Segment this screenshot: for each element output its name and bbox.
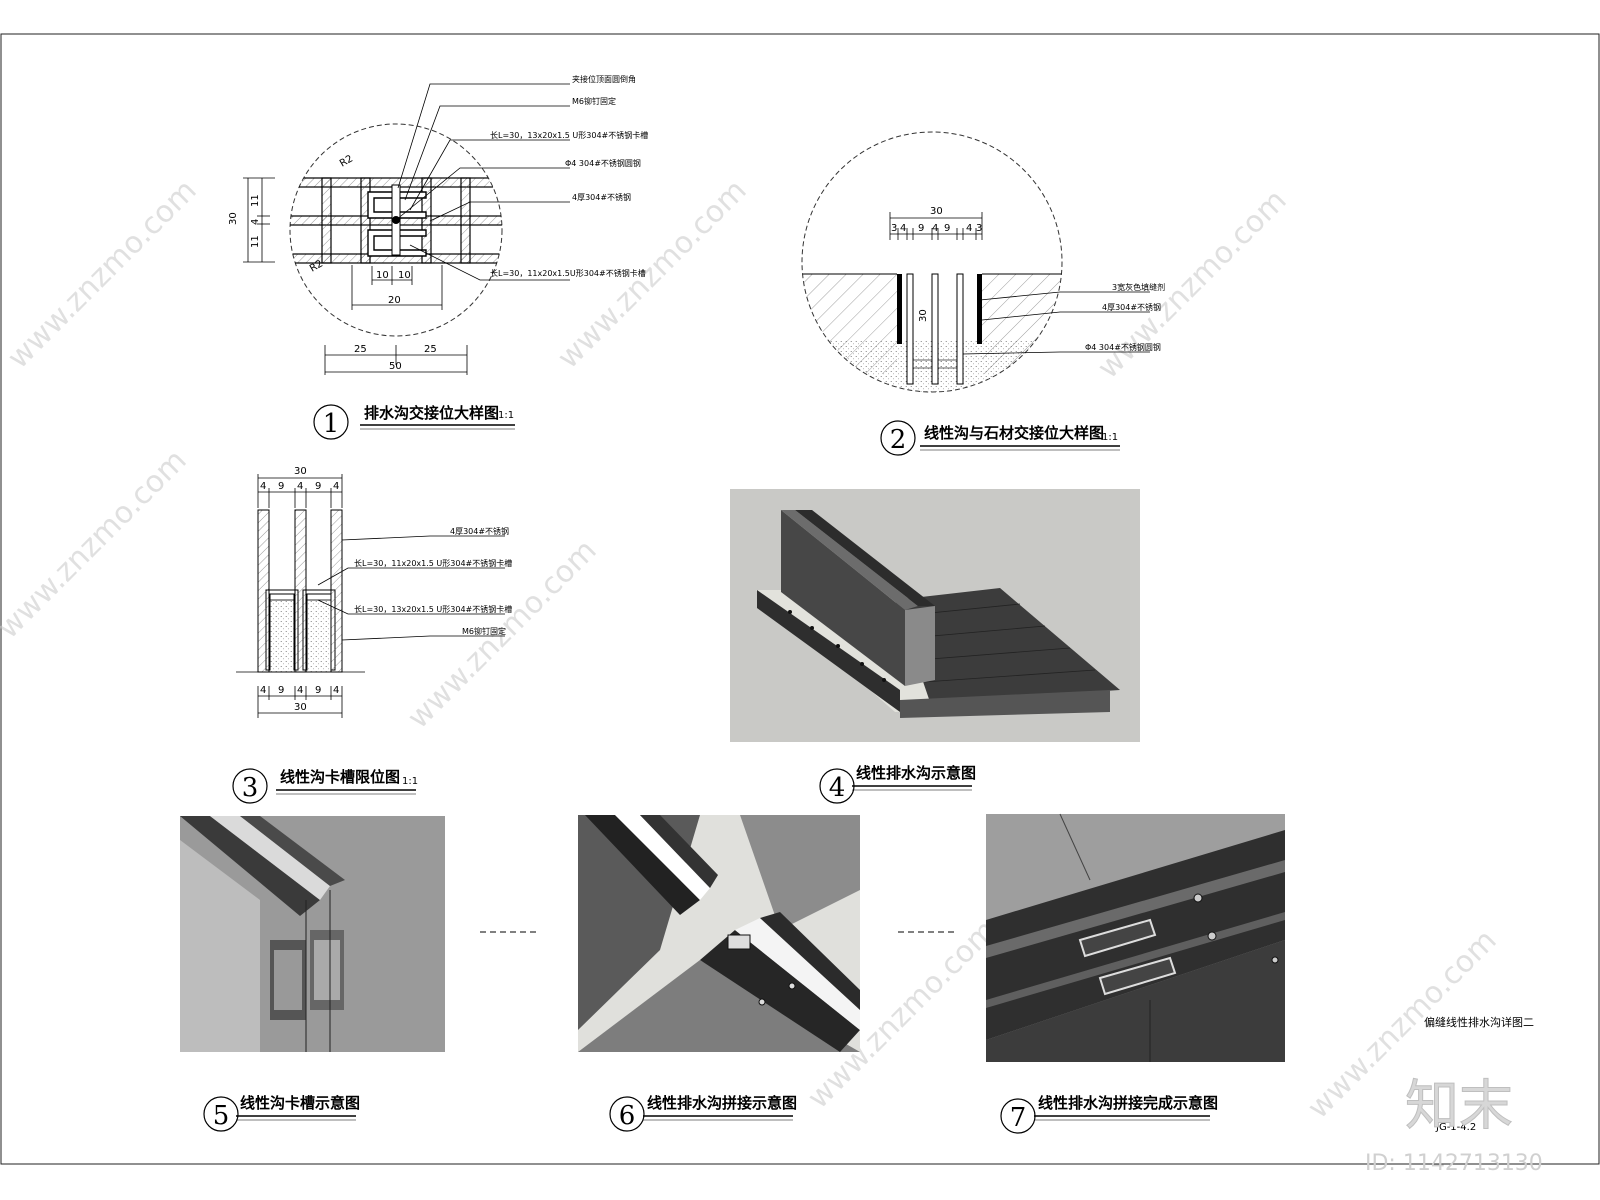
detail-3-scale: 1:1 <box>402 776 418 787</box>
detail-1-title: 排水沟交接位大样图 <box>364 404 499 422</box>
detail-1-dim: 4 <box>250 219 261 225</box>
detail-1-note: M6铆钉固定 <box>572 96 616 106</box>
detail-3-number: 3 <box>242 773 259 803</box>
detail-1-dim: 10 <box>376 270 389 281</box>
detail-1-note: 长L=30，13x20x1.5 U形304#不锈钢卡槽 <box>490 130 648 140</box>
detail-4-render <box>730 489 1140 742</box>
detail-3-seg: 4 <box>297 481 303 492</box>
detail-1-note: 夹接位顶面圆倒角 <box>572 74 636 84</box>
detail-2-title: 线性沟与石材交接位大样图 <box>924 424 1104 442</box>
detail-4-number: 4 <box>829 773 846 803</box>
detail-3-seg: 4 <box>333 685 339 696</box>
detail-6-render <box>578 815 860 1052</box>
detail-3-drawing <box>236 474 505 718</box>
detail-1-note: Φ4 304#不锈钢圆钢 <box>565 158 641 168</box>
detail-1-dim: 50 <box>389 361 402 372</box>
drawing-number: JG-1-4.2 <box>1435 1122 1476 1133</box>
detail-7-title-block: 7 线性排水沟拼接完成示意图 <box>1000 1094 1218 1134</box>
detail-2-depth: 30 <box>918 309 929 322</box>
detail-6-title: 线性排水沟拼接示意图 <box>647 1094 797 1112</box>
detail-2-seg: 4 <box>932 223 938 234</box>
detail-3-seg: 9 <box>278 685 284 696</box>
detail-5-number: 5 <box>213 1101 230 1131</box>
detail-4-title: 线性排水沟示意图 <box>856 764 976 782</box>
detail-7-number: 7 <box>1010 1103 1027 1133</box>
detail-3-note: 4厚304#不锈钢 <box>450 526 509 536</box>
detail-4-title-block: 4 线性排水沟示意图 <box>819 764 976 804</box>
brand-logo: 知末 <box>1405 1074 1513 1137</box>
detail-2-seg: 9 <box>918 223 924 234</box>
detail-3-seg: 4 <box>260 685 266 696</box>
detail-2-scale: 1:1 <box>1102 432 1118 443</box>
detail-5-render <box>180 816 445 1052</box>
detail-2-title-block: 2 线性沟与石材交接位大样图 1:1 <box>880 420 1120 456</box>
detail-1-radius: R2 <box>338 153 355 169</box>
detail-1-note: 4厚304#不锈钢 <box>572 192 631 202</box>
watermark: www.znzmo.com <box>0 443 194 646</box>
detail-1-dim: 11 <box>250 194 261 207</box>
detail-2-segment-dims: 3 4 9 4 9 4 3 <box>891 223 982 234</box>
detail-1-scale: 1:1 <box>498 410 514 421</box>
detail-2-seg: 3 <box>976 223 982 234</box>
detail-2-seg: 9 <box>944 223 950 234</box>
detail-2-seg: 4 <box>966 223 972 234</box>
detail-3-note: 长L=30，13x20x1.5 U形304#不锈钢卡槽 <box>354 604 512 614</box>
detail-3-seg: 4 <box>333 481 339 492</box>
image-id: ID: 1142713130 <box>1365 1151 1543 1176</box>
detail-5-title-block: 5 线性沟卡槽示意图 <box>203 1094 360 1132</box>
detail-3-dim: 30 <box>294 702 307 713</box>
sheet-border <box>0 33 1600 1165</box>
detail-6-title-block: 6 线性排水沟拼接示意图 <box>609 1094 797 1132</box>
detail-7-render <box>986 813 1285 1062</box>
detail-1-drawing <box>243 83 570 375</box>
detail-1-dim: 20 <box>388 295 401 306</box>
detail-3-dim: 30 <box>294 466 307 477</box>
detail-3-note: 长L=30，11x20x1.5 U形304#不锈钢卡槽 <box>354 558 512 568</box>
detail-3-seg: 4 <box>297 685 303 696</box>
detail-6-number: 6 <box>619 1101 636 1131</box>
detail-1-dim: 30 <box>228 212 239 225</box>
detail-1-dim: 11 <box>250 235 261 248</box>
detail-5-title: 线性沟卡槽示意图 <box>240 1094 360 1112</box>
detail-2-seg: 3 <box>891 223 897 234</box>
detail-2-seg: 4 <box>900 223 906 234</box>
detail-2-note: 3宽灰色填缝剂 <box>1112 282 1165 292</box>
detail-1-dim: 10 <box>398 270 411 281</box>
detail-3-note: M6铆钉固定 <box>462 626 506 636</box>
detail-3-title-block: 3 线性沟卡槽限位图 1:1 <box>232 768 418 804</box>
detail-3-seg: 9 <box>315 481 321 492</box>
detail-1-dim: 25 <box>424 344 437 355</box>
detail-3-seg: 9 <box>315 685 321 696</box>
detail-2-number: 2 <box>890 425 907 455</box>
detail-2-note: Φ4 304#不锈钢圆钢 <box>1085 342 1161 352</box>
detail-1-number: 1 <box>323 409 340 439</box>
detail-1-note: 长L=30，11x20x1.5U形304#不锈钢卡槽 <box>490 268 646 278</box>
detail-3-top-segs: 4 9 4 9 4 <box>260 481 339 492</box>
sheet-title: 偏缝线性排水沟详图二 <box>1424 1015 1534 1029</box>
detail-3-bottom-segs: 4 9 4 9 4 <box>260 685 339 696</box>
detail-1-dim: 25 <box>354 344 367 355</box>
detail-3-title: 线性沟卡槽限位图 <box>280 768 400 786</box>
detail-3-seg: 4 <box>260 481 266 492</box>
detail-2-dim: 30 <box>930 206 943 217</box>
detail-3-seg: 9 <box>278 481 284 492</box>
detail-2-note: 4厚304#不锈钢 <box>1102 302 1161 312</box>
watermark: www.znzmo.com <box>1 173 204 376</box>
detail-7-title: 线性排水沟拼接完成示意图 <box>1038 1094 1218 1112</box>
detail-1-title-block: 1 排水沟交接位大样图 1:1 <box>313 404 515 440</box>
